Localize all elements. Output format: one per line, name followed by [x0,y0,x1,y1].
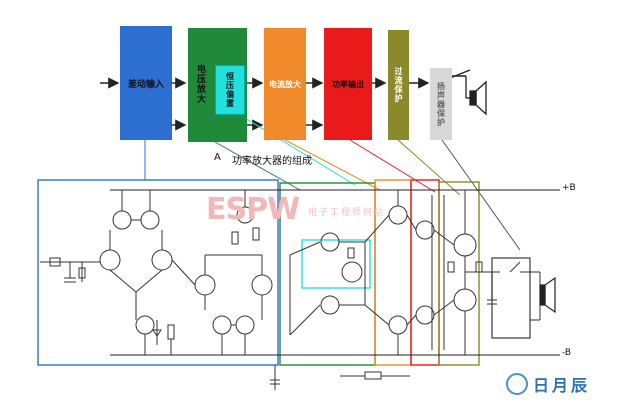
region-boxes [37,179,531,366]
supply-rails [110,189,560,356]
watermark-logo: ESPW [206,192,300,227]
block-overcurrent: 过流保护 [388,30,409,140]
block-bias-label: 恒压偏置 [225,72,235,108]
block-connectors [144,117,521,251]
speaker-icon-bottom [539,276,556,314]
block-power-out-label: 功率输出 [332,79,364,89]
caption-title: 功率放大器的组成 [232,156,312,167]
block-speaker-protection-label: 扬声器保护 [436,81,446,127]
block-flow-arrows [100,75,466,131]
block-current-amp: 电流放大 [264,28,306,140]
brand-name: 日月辰 [533,376,591,395]
brand-mark: 日月辰 [506,372,590,396]
block-current-amp-label: 电流放大 [269,79,301,89]
block-power-out: 功率输出 [324,28,372,140]
brand-logo-icon [506,373,528,395]
rail-positive-label: +B [562,183,576,193]
block-speaker-protection: 扬声器保护 [430,68,452,140]
watermark-subtitle: 电子工程师网站 [308,208,386,218]
rail-negative-label: -B [562,348,572,358]
block-voltage-amp-label: 电压放大 [195,64,205,104]
block-overcurrent-label: 过流保护 [394,67,403,103]
block-bias: 恒压偏置 [215,65,245,115]
block-diff-input: 差动输入 [120,26,172,140]
circuit-wiring [40,190,541,390]
caption-letter: A [214,152,221,163]
block-diff-input-label: 差动输入 [127,79,164,90]
